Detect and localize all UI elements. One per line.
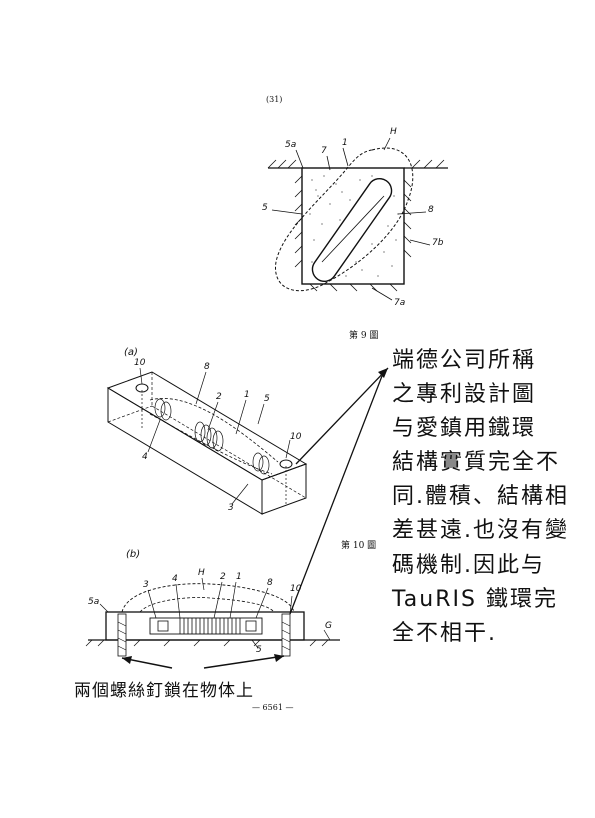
annotation-line: 之專利設計圖 [392, 382, 537, 408]
annotation-line: 碼機制.因此与 [392, 552, 545, 578]
annotation-line: 同.體積、結構相 [392, 484, 569, 510]
fig9-label-7: 7 [321, 146, 327, 156]
fig10a-label-10-right: 10 [290, 432, 302, 442]
fig10a-label-10-left: 10 [134, 358, 146, 368]
annotation-line: 全不相干. [392, 620, 497, 646]
fig9-label-1: 1 [342, 138, 348, 148]
fig10b-label-10: 10 [290, 584, 302, 594]
fig9-label-7a: 7a [394, 298, 406, 308]
figure-9-caption: 第 9 圖 [349, 331, 379, 341]
fig10b-label-5a: 5a [88, 597, 100, 607]
fig9-label-7b: 7b [432, 238, 444, 248]
fig10a-label-8: 8 [204, 362, 210, 372]
fig10a-label-3: 3 [228, 503, 234, 513]
handwritten-annotation-bottom: 兩個螺絲釘鎖在物体上 [74, 681, 254, 701]
annotation-line: 差甚遠.也沒有變 [392, 518, 569, 544]
fig9-label-5: 5 [262, 203, 268, 213]
figure-10-caption: 第 10 圖 [341, 541, 377, 551]
fig10b-label-G: G [325, 621, 332, 631]
fig10b-label-2: 2 [220, 572, 226, 582]
fig10a-label-1: 1 [244, 390, 250, 400]
fig10b-label-1: 1 [236, 572, 242, 582]
handwritten-annotation-right: 端德公司所稱 之專利設計圖 与愛鎮用鐵環 結構實質完全不 同.體積、結構相 差甚… [392, 344, 588, 651]
page-number-header: (31) [266, 95, 283, 104]
fig10a-tag: (a) [124, 347, 138, 358]
fig10b-tag: (b) [126, 549, 141, 560]
annotation-line: 与愛鎮用鐵環 [392, 416, 537, 442]
fig10b-label-4: 4 [172, 574, 178, 584]
annotation-line: TauRIS 鐵環完 [392, 586, 558, 612]
fig10b-label-3: 3 [143, 580, 149, 590]
fig10a-label-2: 2 [216, 392, 222, 402]
fig9-label-8: 8 [428, 205, 434, 215]
fig10b-label-5: 5 [256, 645, 262, 655]
fig10b-label-H: H [198, 568, 205, 578]
annotation-line: 端德公司所稱 [392, 348, 537, 373]
fig9-label-5a: 5a [285, 140, 297, 150]
fig10b-label-8: 8 [267, 578, 273, 588]
fig10a-label-4: 4 [142, 452, 148, 462]
page-number-footer: — 6561 — [252, 703, 294, 712]
fig10a-label-5: 5 [264, 394, 270, 404]
annotation-line: 結構實質完全不 [392, 450, 561, 476]
fig9-label-H: H [390, 127, 397, 137]
